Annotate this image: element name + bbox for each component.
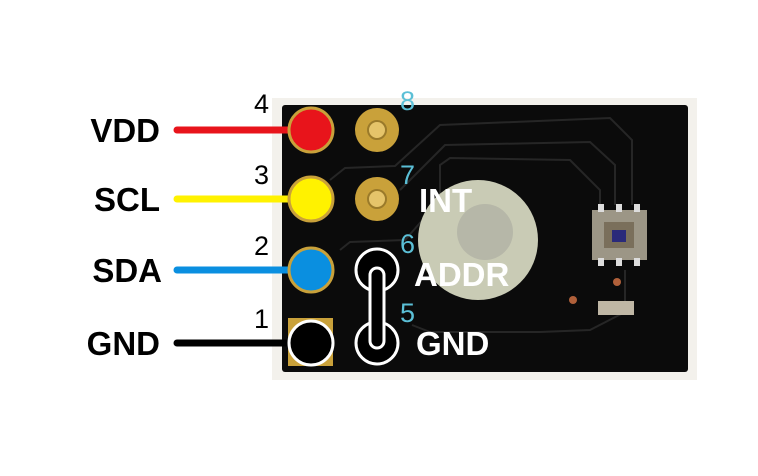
sensor-chip [592,204,647,266]
pin-number-7: 7 [400,160,415,190]
addr-gnd-jumper [368,266,386,350]
pin-number-8: 8 [400,86,415,116]
pin-8-pad [355,108,399,152]
via [613,278,621,286]
label-vdd: VDD [90,112,160,149]
pin-number-5: 5 [400,298,415,328]
pin-1-gnd [287,319,335,367]
label-addr: ADDR [414,256,509,293]
pin-number-2: 2 [254,231,269,261]
label-int: INT [419,182,472,219]
pin-7-pad [355,177,399,221]
label-scl: SCL [94,181,160,218]
smd-capacitor [598,301,634,315]
pin-number-1: 1 [254,304,269,334]
pin-2-sda [287,246,335,294]
pin-number-3: 3 [254,160,269,190]
label-sda: SDA [92,252,162,289]
label-gnd-right: GND [416,325,489,362]
lens-center [457,204,513,260]
pin-number-4: 4 [254,89,269,119]
label-gnd: GND [87,325,160,362]
pin-number-6: 6 [400,229,415,259]
via [569,296,577,304]
pin-3-scl [287,175,335,223]
pin-4-vdd [287,106,335,154]
